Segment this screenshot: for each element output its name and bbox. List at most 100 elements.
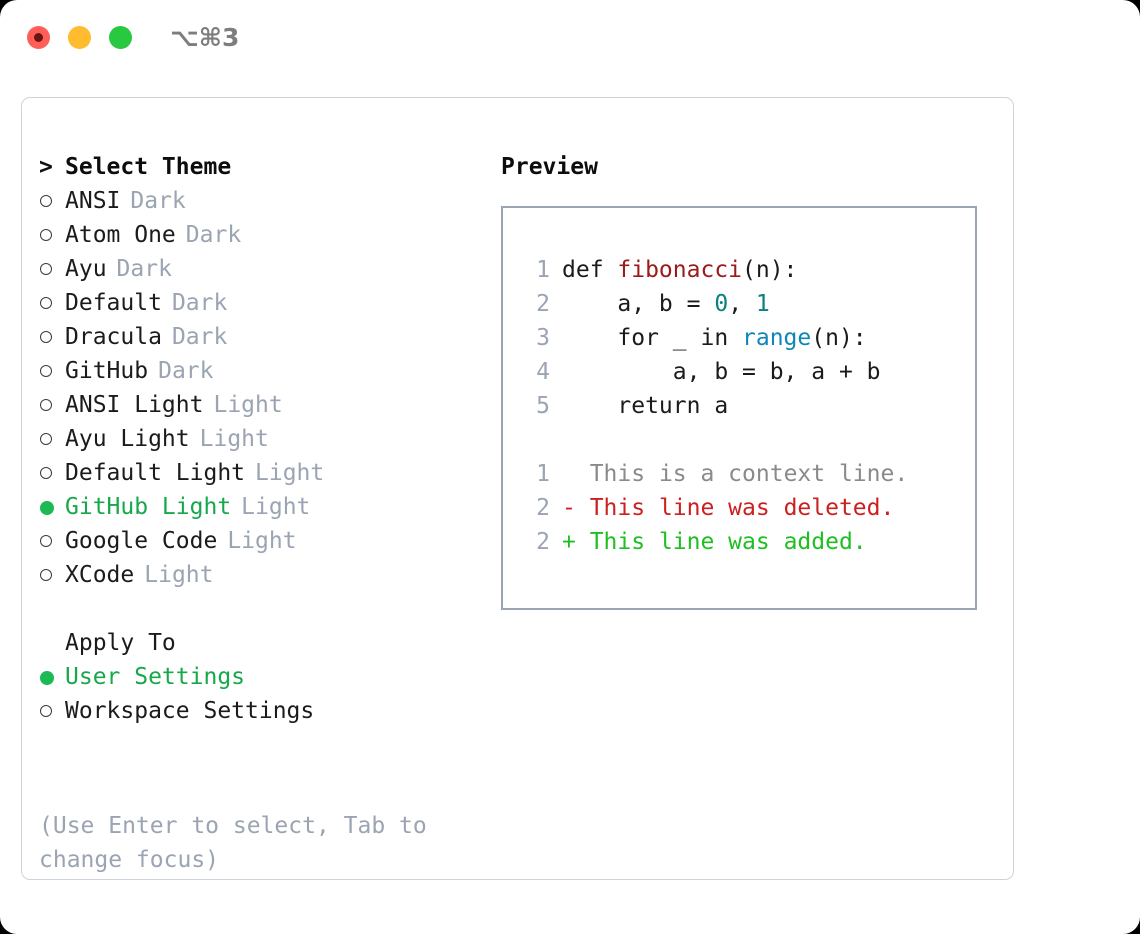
theme-variant-tag: Light: [227, 528, 297, 554]
theme-name: ANSI Light: [65, 392, 204, 418]
select-theme-header: > Select Theme: [39, 150, 479, 184]
theme-variant-tag: Light: [144, 562, 214, 588]
theme-variant-tag: Dark: [185, 222, 242, 248]
radio-selected-icon[interactable]: ●: [39, 660, 65, 694]
theme-selector-column: > Select Theme ○ ANSI Dark ○ Atom One Da…: [39, 150, 479, 728]
line-number: 2: [536, 291, 550, 317]
theme-variant-tag: Dark: [116, 256, 172, 282]
theme-name: Atom One: [65, 222, 176, 248]
token-plain: (n):: [742, 257, 798, 283]
diff-sign: +: [562, 529, 590, 555]
token-plain: for _ in: [562, 325, 743, 351]
theme-variant-tag: Light: [213, 392, 283, 418]
code-line: 1 def fibonacci(n):: [520, 253, 969, 287]
theme-option-ansi-dark[interactable]: ○ ANSI Dark: [39, 184, 479, 218]
code-line: 4 a, b = b, a + b: [520, 355, 969, 389]
radio-unselected-icon[interactable]: ○: [39, 354, 65, 388]
preview-box: 1 def fibonacci(n): 2 a, b = 0, 1 3 for …: [501, 206, 977, 610]
line-number: 2: [536, 495, 550, 521]
radio-unselected-icon[interactable]: ○: [39, 184, 65, 218]
line-number: 1: [536, 257, 550, 283]
theme-option-dracula-dark[interactable]: ○ Dracula Dark: [39, 320, 479, 354]
theme-variant-tag: Light: [255, 460, 325, 486]
code-line: 2 a, b = 0, 1: [520, 287, 969, 321]
line-number: 3: [536, 325, 550, 351]
token-plain: (n):: [811, 325, 867, 351]
theme-name: GitHub: [65, 358, 149, 384]
radio-unselected-icon[interactable]: ○: [39, 422, 65, 456]
theme-name: GitHub Light: [65, 494, 232, 520]
code-line: 3 for _ in range(n):: [520, 321, 969, 355]
theme-variant-tag: Dark: [158, 358, 214, 384]
token-function: fibonacci: [617, 257, 743, 283]
theme-variant-tag: Light: [241, 494, 311, 520]
theme-name: Dracula: [65, 324, 162, 350]
select-theme-title: Select Theme: [65, 154, 232, 180]
theme-option-google-code[interactable]: ○ Google Code Light: [39, 524, 479, 558]
main-panel: > Select Theme ○ ANSI Dark ○ Atom One Da…: [21, 97, 1014, 880]
title-bar: ⌥⌘3: [0, 0, 1140, 80]
radio-selected-icon[interactable]: ●: [39, 490, 65, 524]
theme-option-ayu-light[interactable]: ○ Ayu Light Light: [39, 422, 479, 456]
theme-option-github-light[interactable]: ● GitHub Light Light: [39, 490, 479, 524]
apply-to-option-label: Workspace Settings: [65, 698, 315, 724]
code-diff-separator: [520, 423, 969, 457]
code-content: a, b = 0, 1: [562, 287, 770, 321]
diff-content: This line was deleted.: [589, 495, 895, 521]
theme-name: Google Code: [65, 528, 218, 554]
close-button[interactable]: [27, 26, 50, 49]
line-number: 1: [536, 461, 550, 487]
theme-option-ansi-light[interactable]: ○ ANSI Light Light: [39, 388, 479, 422]
radio-unselected-icon[interactable]: ○: [39, 286, 65, 320]
theme-name: Default Light: [65, 460, 246, 486]
theme-option-atom-one-dark[interactable]: ○ Atom One Dark: [39, 218, 479, 252]
diff-line-context: 1 This is a context line.: [520, 457, 969, 491]
theme-option-default-light[interactable]: ○ Default Light Light: [39, 456, 479, 490]
line-number: 5: [536, 393, 550, 419]
code-content: return a: [562, 393, 729, 419]
theme-option-github-dark[interactable]: ○ GitHub Dark: [39, 354, 479, 388]
apply-to-header: Apply To: [39, 626, 479, 660]
radio-unselected-icon[interactable]: ○: [39, 456, 65, 490]
radio-unselected-icon[interactable]: ○: [39, 558, 65, 592]
token-plain: a, b =: [562, 291, 715, 317]
radio-unselected-icon[interactable]: ○: [39, 694, 65, 728]
diff-content: This is a context line.: [589, 461, 909, 487]
theme-option-xcode[interactable]: ○ XCode Light: [39, 558, 479, 592]
radio-unselected-icon[interactable]: ○: [39, 320, 65, 354]
code-line: 5 return a: [520, 389, 969, 423]
theme-option-default-dark[interactable]: ○ Default Dark: [39, 286, 479, 320]
line-number: 4: [536, 359, 550, 385]
keyboard-shortcut-label: ⌥⌘3: [170, 23, 240, 52]
diff-content: This line was added.: [589, 529, 867, 555]
theme-option-ayu-dark[interactable]: ○ Ayu Dark: [39, 252, 479, 286]
diff-sign: -: [562, 495, 590, 521]
theme-name: Ayu Light: [65, 426, 190, 452]
code-content: for _ in range(n):: [562, 321, 867, 355]
minimize-button[interactable]: [68, 26, 91, 49]
code-content: a, b = b, a + b: [562, 359, 881, 385]
list-spacer: [39, 592, 479, 626]
diff-sign: [562, 457, 590, 491]
window-controls: [27, 26, 132, 49]
apply-to-option-user-settings[interactable]: ● User Settings: [39, 660, 479, 694]
theme-name: XCode: [65, 562, 135, 588]
caret-icon: >: [39, 154, 53, 180]
radio-unselected-icon[interactable]: ○: [39, 218, 65, 252]
radio-unselected-icon[interactable]: ○: [39, 524, 65, 558]
zoom-button[interactable]: [109, 26, 132, 49]
apply-to-option-workspace-settings[interactable]: ○ Workspace Settings: [39, 694, 479, 728]
diff-line-deleted: 2 - This line was deleted.: [520, 491, 969, 525]
keyboard-hint-text: (Use Enter to select, Tab to change focu…: [39, 813, 441, 873]
preview-column: Preview 1 def fibonacci(n): 2 a, b = 0, …: [501, 150, 991, 610]
token-number: 1: [755, 291, 770, 317]
diff-line-added: 2 + This line was added.: [520, 525, 969, 559]
line-number: 2: [536, 529, 550, 555]
radio-unselected-icon[interactable]: ○: [39, 388, 65, 422]
radio-unselected-icon[interactable]: ○: [39, 252, 65, 286]
blank-marker: [39, 626, 65, 660]
theme-variant-tag: Dark: [171, 324, 228, 350]
token-number: 0: [714, 291, 729, 317]
theme-variant-tag: Dark: [130, 188, 186, 214]
